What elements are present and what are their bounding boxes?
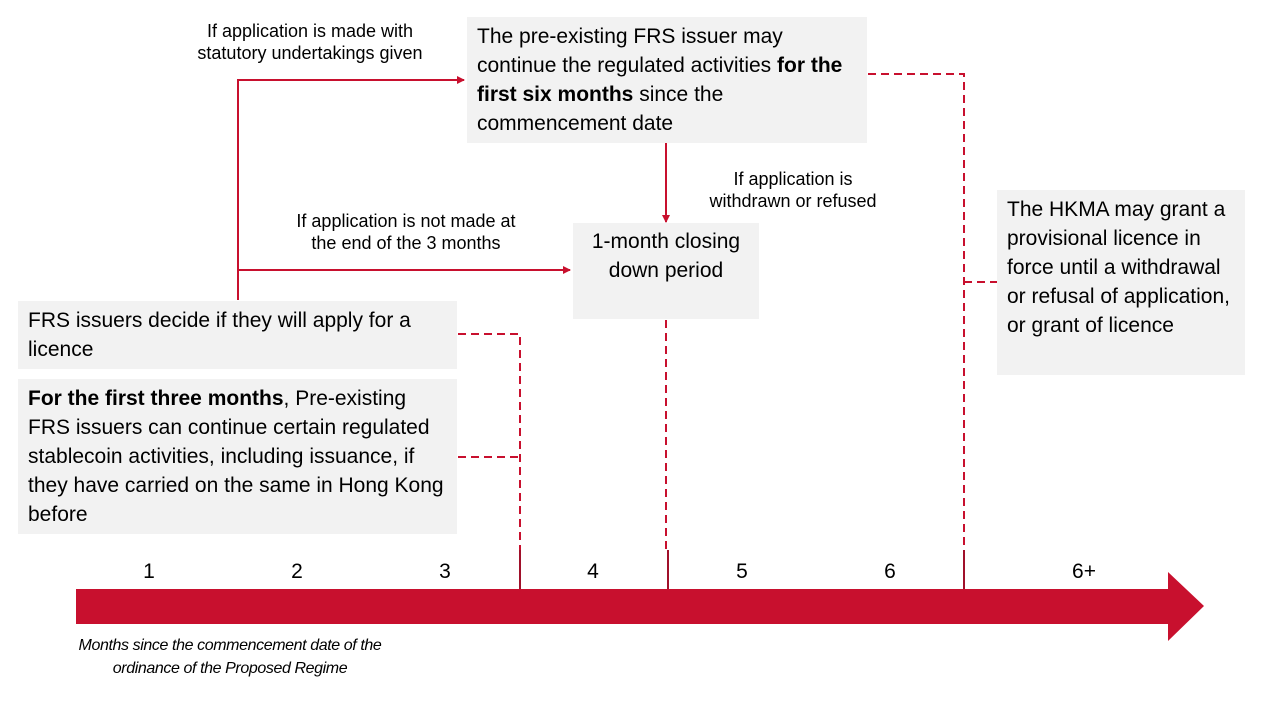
tick-month-6plus: 6+ xyxy=(1072,560,1096,583)
tick-month-4: 4 xyxy=(587,560,599,583)
box-hkma-provisional: The HKMA may grant a provisional licence… xyxy=(997,190,1245,375)
tick-month-5: 5 xyxy=(736,560,748,583)
tick-month-2: 2 xyxy=(291,560,303,583)
timeline-arrow xyxy=(76,572,1204,641)
box-closing-down: 1-month closing down period xyxy=(573,223,759,319)
box-decide-apply: FRS issuers decide if they will apply fo… xyxy=(18,301,457,369)
box-six-months: The pre-existing FRS issuer may continue… xyxy=(467,17,867,143)
tick-month-1: 1 xyxy=(143,560,155,583)
tick-month-3: 3 xyxy=(439,560,451,583)
branch-arrow-made xyxy=(237,76,465,300)
box-three-months: For the first three months, Pre-existing… xyxy=(18,379,457,534)
tick-month-6: 6 xyxy=(884,560,896,583)
timeline-caption: Months since the commencement date of th… xyxy=(78,637,382,677)
